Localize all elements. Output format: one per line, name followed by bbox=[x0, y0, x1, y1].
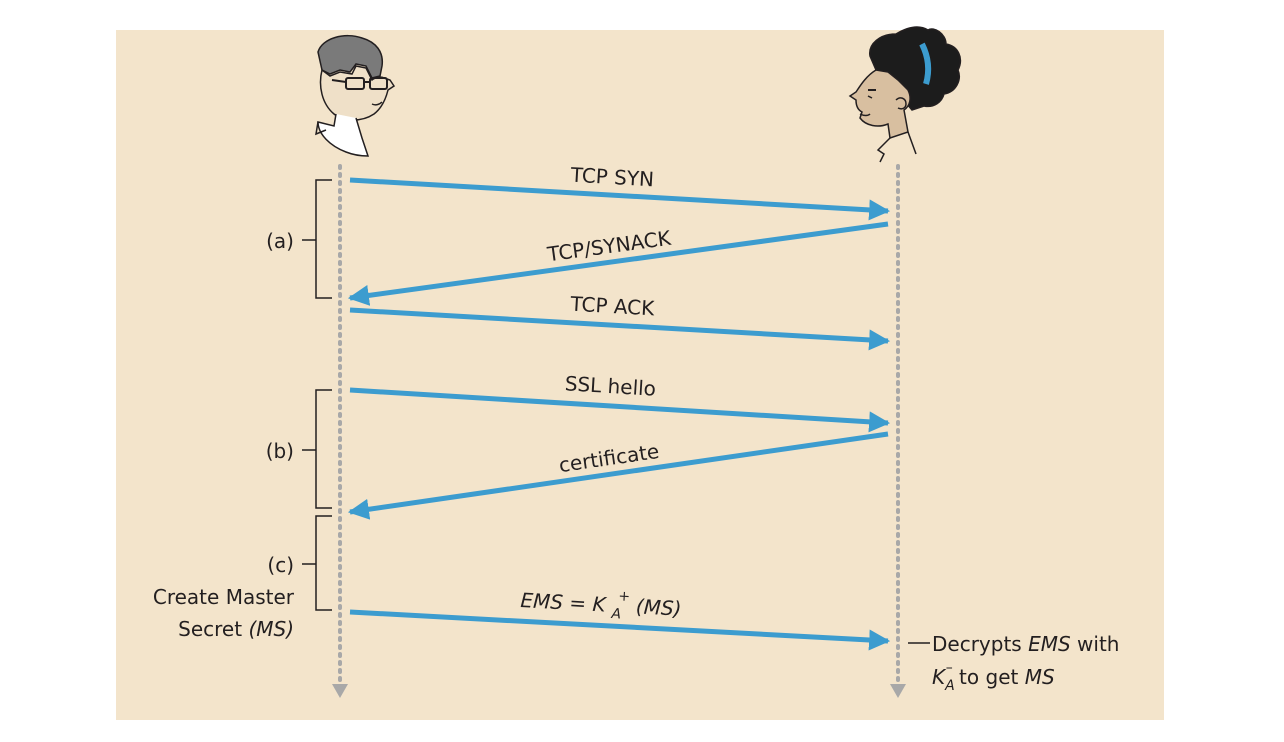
right-note-k-sup: – bbox=[946, 660, 953, 676]
message-label-ems: EMS = K A + (MS) bbox=[520, 576, 683, 627]
right-note-line2-mid: to get bbox=[953, 665, 1025, 689]
message-arrow-ems bbox=[349, 609, 891, 651]
message-label-tcp-ack: TCP ACK bbox=[569, 292, 656, 321]
bracket-c bbox=[302, 515, 332, 611]
right-lifeline-arrow bbox=[890, 684, 906, 698]
bracket-b bbox=[302, 389, 332, 509]
right-note-line1-italic: EMS bbox=[1028, 632, 1071, 656]
right-note-line1-suffix: with bbox=[1071, 632, 1120, 656]
right-note-line1-prefix: Decrypts bbox=[932, 632, 1028, 656]
phase-label-c: (c) bbox=[267, 553, 294, 577]
svg-text:EMS = K A +: EMS = K A + (MS) bbox=[520, 576, 683, 627]
diagram-panel bbox=[116, 30, 1164, 720]
left-note-line2-italic: (MS) bbox=[248, 617, 294, 641]
phase-label-a: (a) bbox=[266, 229, 294, 253]
right-note-line1: Decrypts EMS with bbox=[932, 632, 1119, 656]
left-note-line2: Secret (MS) bbox=[178, 617, 294, 641]
left-note-line1: Create Master bbox=[153, 585, 295, 609]
message-arrow-tcp-ack bbox=[349, 307, 891, 351]
ems-label-sub: A bbox=[610, 606, 621, 623]
right-note-k: K bbox=[932, 665, 947, 689]
left-note-line2-prefix: Secret bbox=[178, 617, 248, 641]
right-note-k-sub: A bbox=[944, 678, 955, 694]
ems-label-main: EMS = K bbox=[520, 588, 608, 617]
message-arrow-tcp-synack bbox=[347, 221, 889, 306]
ems-label-sup: + bbox=[618, 588, 631, 605]
ems-label-tail: (MS) bbox=[635, 594, 682, 620]
left-lifeline-arrow bbox=[332, 684, 348, 698]
man-with-glasses-icon bbox=[315, 34, 396, 157]
bracket-a bbox=[302, 179, 332, 299]
message-arrow-tcp-syn bbox=[349, 177, 891, 221]
phase-label-b: (b) bbox=[266, 439, 294, 463]
message-arrow-certificate bbox=[347, 431, 889, 520]
message-label-ssl-hello: SSL hello bbox=[564, 371, 657, 401]
right-note-line2-italic: MS bbox=[1025, 665, 1055, 689]
right-note-line2: KA – to get MS bbox=[932, 660, 1055, 694]
message-label-tcp-syn: TCP SYN bbox=[569, 163, 655, 192]
woman-with-headband-icon bbox=[848, 26, 962, 163]
message-arrow-ssl-hello bbox=[349, 387, 891, 433]
